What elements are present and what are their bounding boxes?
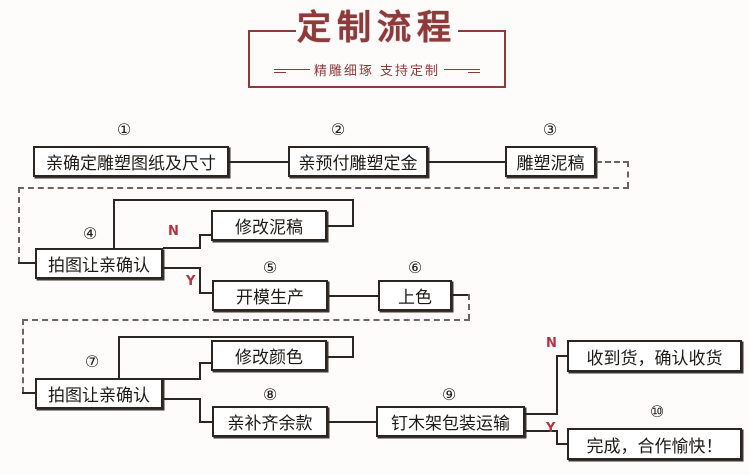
branch-y-4-vertical: [199, 267, 201, 294]
node-box-modify-clay[interactable]: 修改泥稿: [211, 210, 327, 241]
branch-7-upper-into-node: [199, 362, 213, 364]
feedback-clay-up: [352, 200, 354, 227]
feedback-clay-down-into-4: [113, 199, 115, 249]
connector-2-to-3: [428, 161, 505, 163]
feedback-clay-right: [327, 225, 354, 227]
branch-y-4-into-node: [199, 292, 213, 294]
chart-header: 定制流程 精雕细琢 支持定制: [248, 8, 510, 90]
step-number-2: ②: [330, 120, 346, 139]
branch-y-4-horizontal: [163, 267, 201, 269]
branch-y-9-into-node: [556, 443, 569, 445]
branch-n-9-horizontal: [525, 413, 558, 415]
step-box-3[interactable]: 雕塑泥稿: [505, 146, 596, 177]
connector-8-to-9: [328, 421, 376, 423]
subtitle-row: 精雕细琢 支持定制: [248, 60, 506, 79]
feedback-3-arrow-into-4: [18, 262, 35, 264]
step-number-8: ⑧: [262, 385, 278, 404]
step-box-8[interactable]: 亲补齐余款: [212, 406, 328, 437]
page-subtitle: 精雕细琢 支持定制: [313, 64, 441, 79]
feedback-6-arrow-into-7: [22, 392, 40, 394]
feedback-clay-left: [113, 199, 354, 201]
feedback-color-down-into-7: [118, 336, 120, 380]
branch-label-y-step4: Y: [186, 274, 196, 289]
branch-n-4-vertical: [199, 234, 201, 249]
feedback-6-left-long: [22, 319, 470, 321]
feedback-3-down: [627, 161, 629, 188]
step-box-5[interactable]: 开模生产: [212, 280, 328, 311]
branch-7-lower-horizontal: [163, 398, 201, 400]
feedback-3-down-left: [18, 187, 20, 263]
node-box-received-goods[interactable]: 收到货，确认收货: [567, 340, 742, 372]
branch-7-lower-vertical: [199, 398, 201, 423]
step-number-1: ①: [116, 120, 132, 139]
feedback-color-up: [352, 337, 354, 358]
step-number-9: ⑨: [441, 385, 457, 404]
step-box-4[interactable]: 拍图让亲确认: [35, 248, 163, 279]
branch-label-n-step9: N: [546, 336, 557, 351]
connector-5-to-6: [328, 295, 378, 297]
branch-7-upper-horizontal: [163, 378, 201, 380]
step-box-7[interactable]: 拍图让亲确认: [35, 378, 163, 409]
node-box-modify-color[interactable]: 修改颜色: [211, 340, 327, 371]
step-box-1[interactable]: 亲确定雕塑图纸及尺寸: [33, 146, 229, 177]
branch-label-y-step9: Y: [546, 421, 556, 436]
step-box-2[interactable]: 亲预付雕塑定金: [288, 146, 428, 177]
feedback-3-right: [596, 161, 629, 163]
feedback-3-left-long: [18, 187, 629, 189]
feedback-6-down: [468, 294, 470, 320]
branch-y-9-horizontal: [525, 430, 558, 432]
branch-label-n-step4: N: [168, 224, 179, 239]
page-title: 定制流程: [297, 8, 457, 48]
branch-n-4-horizontal: [163, 247, 201, 249]
subtitle-dash-right: [444, 69, 481, 73]
header-frame-top-left: [248, 30, 296, 32]
header-frame: [248, 30, 506, 88]
step-number-7: ⑦: [84, 352, 100, 371]
step-number-5: ⑤: [262, 258, 278, 277]
branch-n-9-into-node: [556, 355, 569, 357]
branch-7-lower-into-node: [199, 421, 213, 423]
step-box-6[interactable]: 上色: [378, 280, 452, 311]
step-number-3: ③: [542, 120, 558, 139]
branch-n-4-into-node: [199, 234, 213, 236]
step-box-10[interactable]: 完成，合作愉快！: [567, 428, 742, 460]
branch-n-9-vertical: [556, 355, 558, 415]
feedback-6-down-left: [22, 319, 24, 393]
feedback-color-right: [327, 356, 354, 358]
header-frame-top-right: [458, 30, 506, 32]
feedback-6-right: [452, 294, 470, 296]
connector-1-to-2: [229, 161, 288, 163]
step-number-6: ⑥: [407, 258, 423, 277]
step-box-9[interactable]: 钉木架包装运输: [376, 406, 525, 437]
branch-7-upper-vertical: [199, 362, 201, 380]
step-number-4: ④: [82, 224, 98, 243]
feedback-color-left: [118, 336, 354, 338]
subtitle-dash-left: [273, 69, 310, 73]
step-number-10: ⑩: [649, 402, 665, 421]
branch-y-9-vertical: [556, 430, 558, 445]
